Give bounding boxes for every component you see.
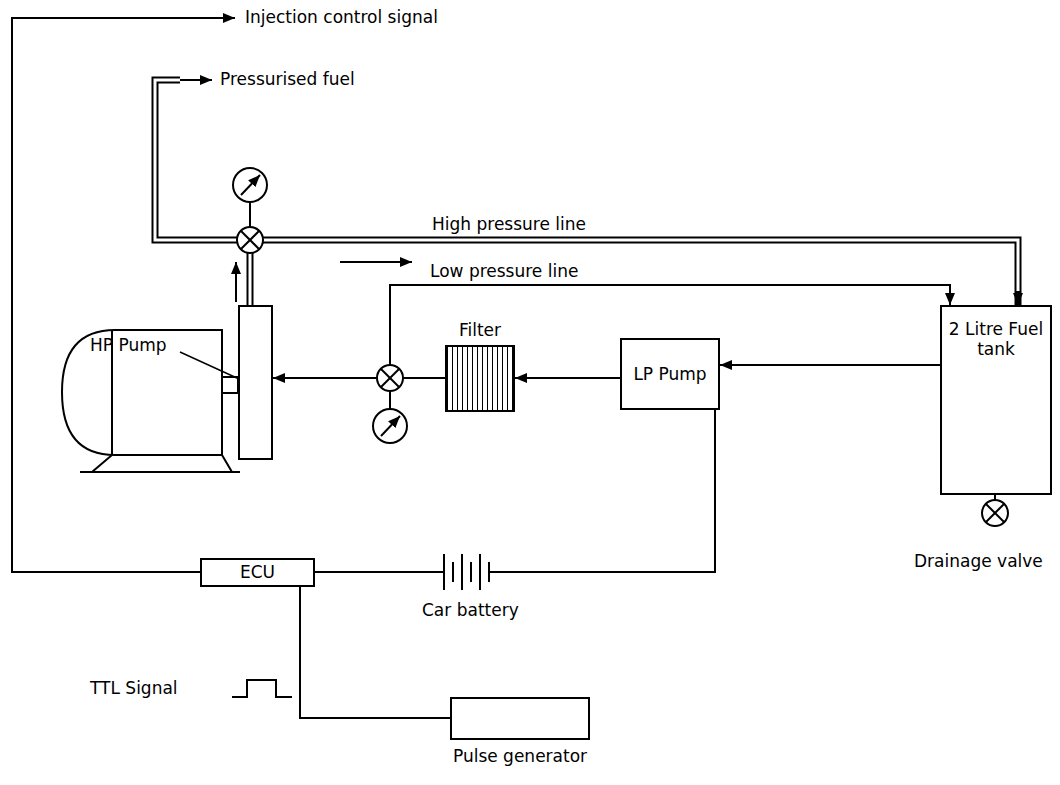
connector-line bbox=[515, 377, 620, 379]
pipe-bore bbox=[250, 240, 1018, 305]
generator-box: Pulse generator bbox=[450, 697, 590, 740]
flow-arrow bbox=[340, 261, 412, 263]
edge-label: Low pressure line bbox=[428, 261, 580, 281]
node-text: 2 Litre Fuel tank bbox=[942, 319, 1050, 360]
connector bbox=[720, 365, 940, 366]
text-label: Drainage valve bbox=[912, 551, 1045, 571]
edge-label: High pressure line bbox=[430, 214, 588, 234]
node-text: Filter bbox=[459, 320, 501, 340]
pulse-symbol bbox=[232, 680, 292, 697]
node-text: HP Pump bbox=[90, 335, 167, 355]
ecu-box: ECU bbox=[200, 558, 315, 587]
valve-symbol bbox=[377, 365, 403, 409]
fuel-pipe bbox=[155, 80, 237, 240]
pump-box: HP Pump bbox=[238, 305, 273, 460]
text-label: Injection control signal bbox=[243, 7, 440, 27]
flow-arrow bbox=[235, 262, 237, 302]
signal-wire bbox=[12, 18, 235, 572]
connector-line bbox=[250, 240, 1018, 305]
valve-symbol bbox=[982, 495, 1008, 526]
pressure-gauge bbox=[373, 409, 407, 443]
pressure-gauge bbox=[233, 168, 267, 202]
node-text: Pulse generator bbox=[453, 746, 587, 766]
node-text: ECU bbox=[234, 562, 281, 582]
text-label: Car battery bbox=[420, 600, 521, 620]
tank-box: 2 Litre Fuel tank bbox=[940, 305, 1052, 495]
node-text: LP Pump bbox=[627, 364, 712, 384]
battery-symbol bbox=[436, 552, 500, 594]
connector bbox=[315, 410, 715, 572]
pump-box: LP Pump bbox=[620, 338, 720, 410]
filter-box: Filter bbox=[445, 345, 515, 412]
electric-motor bbox=[62, 330, 240, 472]
text-label: TTL Signal bbox=[88, 678, 180, 698]
connector-line bbox=[720, 364, 940, 366]
connector-line bbox=[315, 410, 715, 572]
connector bbox=[515, 378, 620, 379]
valve-symbol bbox=[237, 202, 263, 253]
fuel-pipe bbox=[250, 240, 1018, 305]
text-label: Pressurised fuel bbox=[218, 69, 357, 89]
